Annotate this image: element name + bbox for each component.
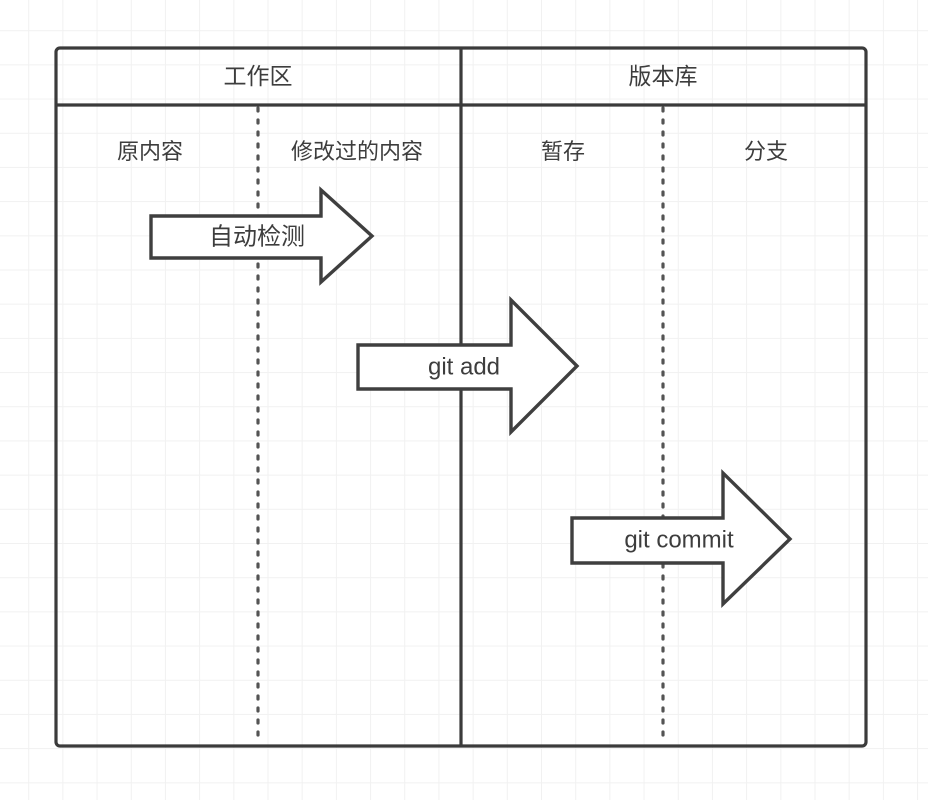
arrow-auto-detect bbox=[149, 186, 375, 286]
arrow-label-git-commit: git commit bbox=[624, 526, 734, 553]
column-label-original-content: 原内容 bbox=[117, 139, 183, 164]
column-label-modified-content: 修改过的内容 bbox=[291, 139, 423, 164]
column-label-staging: 暂存 bbox=[541, 139, 585, 164]
arrow-git-add bbox=[356, 295, 580, 437]
column-label-branch: 分支 bbox=[744, 139, 788, 164]
section-title-workspace: 工作区 bbox=[224, 63, 293, 89]
arrow-git-commit bbox=[570, 468, 793, 609]
arrow-label-auto-detect: 自动检测 bbox=[209, 223, 305, 250]
section-title-repository: 版本库 bbox=[629, 63, 698, 89]
arrow-label-git-add: git add bbox=[428, 353, 500, 380]
